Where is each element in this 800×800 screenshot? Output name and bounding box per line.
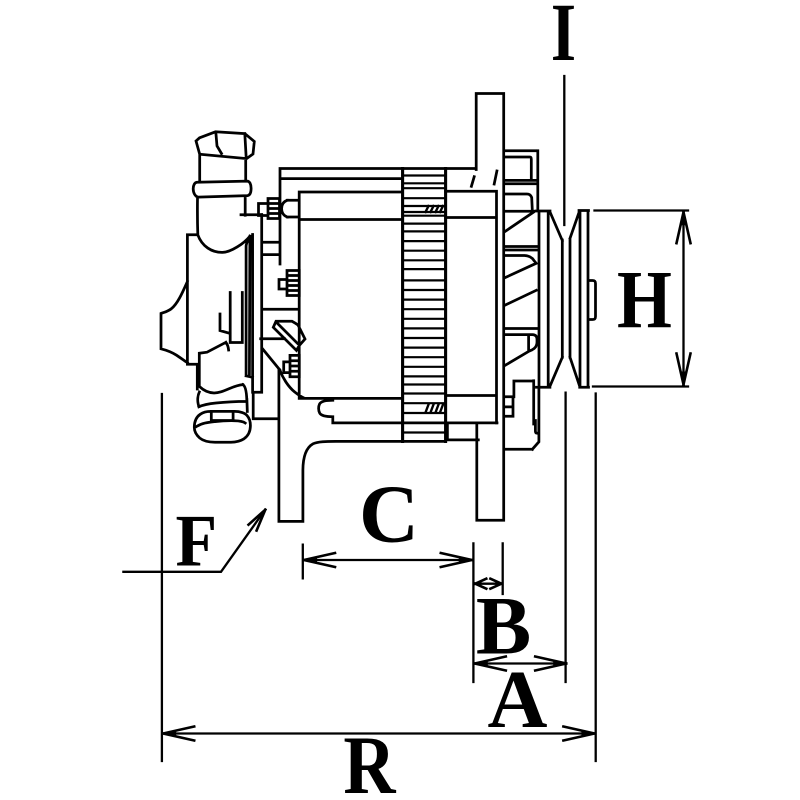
- svg-text:C: C: [359, 468, 419, 560]
- svg-text:I: I: [551, 0, 576, 79]
- svg-text:H: H: [617, 253, 672, 346]
- svg-text:A: A: [488, 653, 548, 745]
- svg-text:B: B: [476, 580, 531, 672]
- svg-text:F: F: [176, 501, 218, 582]
- svg-text:R: R: [343, 719, 396, 800]
